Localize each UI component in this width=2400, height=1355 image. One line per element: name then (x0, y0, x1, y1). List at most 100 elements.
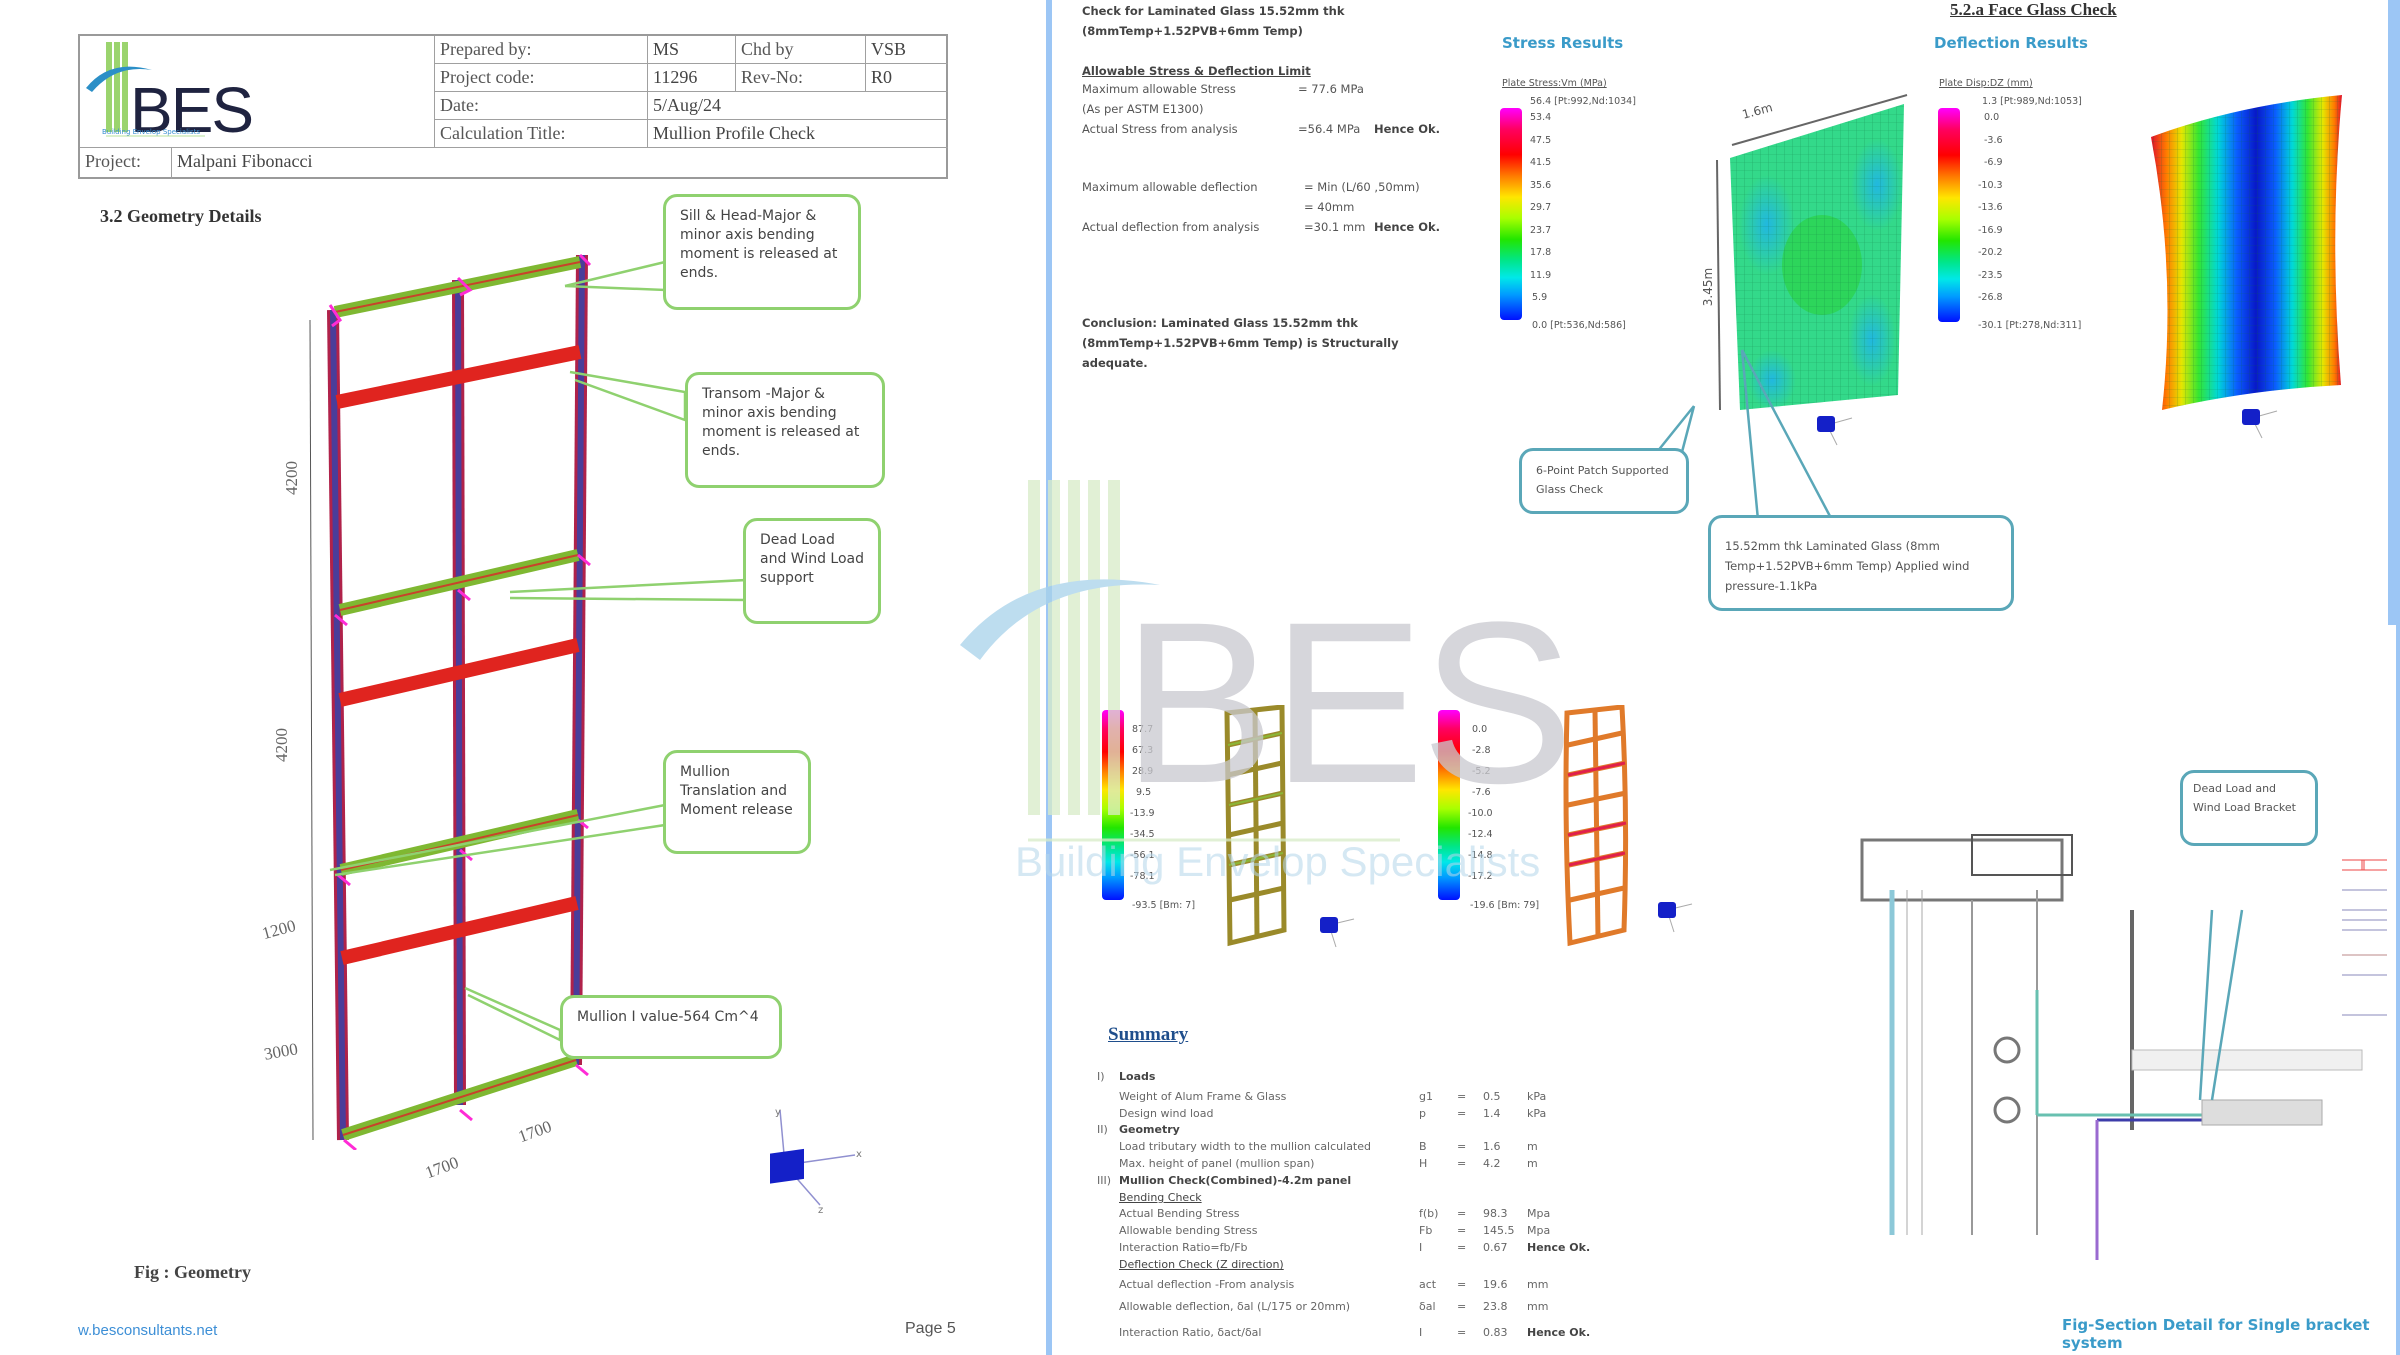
stress-legend-max: 56.4 [Pt:992,Nd:1034] (1530, 96, 1636, 107)
summary-row: Interaction Ratio=fb/Fb I = 0.67 Hence O… (1119, 1241, 1591, 1254)
summary-title: Summary (1108, 1024, 1189, 1045)
limit-value: = 40mm (1304, 200, 1355, 214)
frame-deflection-legend-min: -19.6 [Bm: 79] (1470, 900, 1540, 911)
legend-tick: -78.1 (1130, 871, 1155, 882)
callout-transom: Transom -Major & minor axis bending mome… (685, 372, 885, 488)
face-glass-check-heading: 5.2.a Face Glass Check (1950, 0, 2117, 19)
deflection-legend-max: 1.3 [Pt:989,Nd:1053] (1982, 96, 2082, 107)
axis-triad-icon (1817, 416, 1853, 446)
axis-triad-icon (1658, 902, 1693, 933)
legend-tick: 9.5 (1136, 787, 1152, 798)
right-page-border (2388, 0, 2400, 625)
callout-laminated-glass: 15.52mm thk Laminated Glass (8mm Temp+1.… (1708, 515, 2014, 611)
legend-tick: -56.1 (1130, 850, 1155, 861)
limit-value: =30.1 mm (1304, 220, 1366, 234)
legend-tick: 41.5 (1530, 157, 1552, 168)
svg-text:BES: BES (130, 74, 252, 146)
deflection-legend-min: -30.1 [Pt:278,Nd:311] (1978, 320, 2082, 331)
limit-note: Hence Ok. (1374, 220, 1441, 234)
legend-tick: -14.8 (1468, 850, 1493, 861)
summary-row: I) Loads (1097, 1070, 1156, 1083)
summary-table: I) Loads Weight of Alum Frame & Glass g1… (1097, 1070, 1717, 1355)
limit-label: Actual Stress from analysis (1082, 122, 1238, 136)
legend-tick: -5.2 (1472, 766, 1491, 777)
deflection-results-heading: Deflection Results (1934, 34, 2088, 52)
legend-tick: -13.9 (1130, 808, 1155, 819)
conclusion-line-1: Conclusion: Laminated Glass 15.52mm thk (1082, 316, 1358, 330)
bes-logo-icon: BES (86, 42, 254, 146)
frame-deflection-model (1563, 705, 1629, 947)
legend-tick: 11.9 (1530, 270, 1552, 281)
legend-tick: -3.6 (1984, 135, 2003, 146)
limit-label: (As per ASTM E1300) (1082, 102, 1204, 116)
label-rev-no: Rev-No: (736, 64, 866, 92)
legend-tick: 23.7 (1530, 225, 1552, 236)
footer-website-link[interactable]: w.besconsultants.net (78, 1322, 218, 1339)
stress-legend-color-bar (1500, 108, 1522, 320)
axis-triad-icon (2242, 409, 2278, 439)
value-rev-no: R0 (866, 64, 948, 92)
limit-label: Maximum allowable deflection (1082, 180, 1258, 194)
callout-dead-load-wind-load-support: Dead Load and Wind Load support (743, 518, 881, 624)
legend-tick: -12.4 (1468, 829, 1493, 840)
section-detail-caption: Fig-Section Detail for Single bracket sy… (2062, 1316, 2370, 1352)
axis-z-label: z (818, 1205, 823, 1215)
legend-tick: 17.8 (1530, 247, 1552, 258)
axis-triad-icon: y x z (770, 1107, 862, 1215)
summary-row: Load tributary width to the mullion calc… (1119, 1140, 1538, 1153)
legend-tick: -20.2 (1978, 247, 2003, 258)
limit-label: Actual deflection from analysis (1082, 220, 1260, 234)
value-project-code: 11296 (648, 64, 736, 92)
deflection-contour-plot (2151, 95, 2342, 410)
summary-row: Allowable deflection, δal (L/175 or 20mm… (1119, 1300, 1549, 1313)
limits-heading: Allowable Stress & Deflection Limit (1082, 64, 1311, 78)
conclusion-line-2: (8mmTemp+1.52PVB+6mm Temp) is Structural… (1082, 336, 1399, 350)
value-prepared-by: MS (648, 36, 736, 64)
summary-row: III) Mullion Check(Combined)-4.2m panel (1097, 1174, 1352, 1187)
page-number: Page 5 (905, 1320, 956, 1337)
axis-triad-icon (1320, 917, 1355, 948)
legend-tick: -7.6 (1472, 787, 1491, 798)
summary-row: Design wind load p = 1.4 kPa (1119, 1107, 1547, 1120)
limit-value: =56.4 MPa (1298, 122, 1361, 136)
legend-tick: 87.7 (1132, 724, 1154, 735)
summary-row: Bending Check (1119, 1191, 1202, 1204)
axis-x-label: x (856, 1149, 862, 1160)
legend-tick: 5.9 (1532, 292, 1548, 303)
limit-label: Maximum allowable Stress (1082, 82, 1236, 96)
legend-tick: -17.2 (1468, 871, 1493, 882)
callout-leaders (329, 260, 749, 1043)
legend-tick: -10.3 (1978, 180, 2003, 191)
legend-tick: 35.6 (1530, 180, 1552, 191)
value-date: 5/Aug/24 (648, 92, 948, 120)
left-document-page: BES Building Envelop Specialists Prepare… (0, 0, 1048, 1355)
frame-stress-model (1224, 705, 1287, 947)
callout-dead-load-wind-load-bracket: Dead Load and Wind Load Bracket (2180, 770, 2318, 846)
axis-y-label: y (775, 1107, 781, 1118)
label-checked-by: Chd by (736, 36, 866, 64)
label-project: Project: (80, 148, 172, 179)
limit-value: = 77.6 MPa (1298, 82, 1364, 96)
frame-stress-legend-min: -93.5 [Bm: 7] (1132, 900, 1196, 911)
label-calculation-title: Calculation Title: (435, 120, 648, 148)
legend-tick: 28.9 (1132, 766, 1154, 777)
logo-tagline: Building Envelop Specialists (102, 128, 201, 136)
deflection-legend-title: Plate Disp:DZ (mm) (1939, 78, 2033, 89)
callout-sill-head: Sill & Head-Major & minor axis bending m… (663, 194, 861, 310)
legend-tick: 0.0 (1984, 112, 2000, 123)
intro-title-line-1: Check for Laminated Glass 15.52mm thk (1082, 4, 1345, 18)
legend-tick: -16.9 (1978, 225, 2003, 236)
limit-note: Hence Ok. (1374, 122, 1441, 136)
legend-tick: -10.0 (1468, 808, 1493, 819)
value-calculation-title: Mullion Profile Check (648, 120, 948, 148)
legend-tick: -26.8 (1978, 292, 2003, 303)
summary-row: Max. height of panel (mullion span) H = … (1119, 1157, 1538, 1170)
figure-caption-geometry: Fig : Geometry (134, 1262, 251, 1282)
legend-tick: -23.5 (1978, 270, 2003, 281)
summary-row: Weight of Alum Frame & Glass g1 = 0.5 kP… (1119, 1090, 1547, 1103)
summary-row: Interaction Ratio, δact/δal I = 0.83 Hen… (1119, 1326, 1591, 1339)
label-project-code: Project code: (435, 64, 648, 92)
legend-tick: -6.9 (1984, 157, 2003, 168)
right-document-page: Check for Laminated Glass 15.52mm thk (8… (1052, 0, 2400, 1355)
section-title: 3.2 Geometry Details (100, 206, 262, 226)
